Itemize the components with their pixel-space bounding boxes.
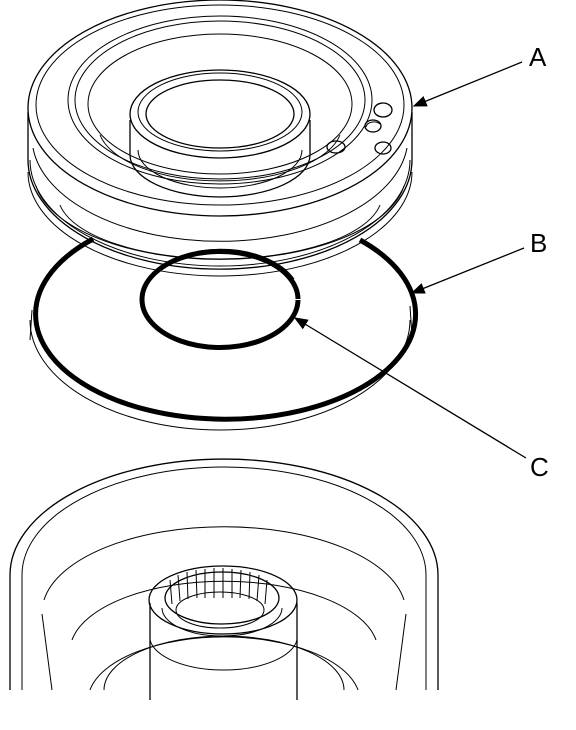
- clutch-drum: [9, 458, 439, 700]
- callout-c: C: [293, 317, 549, 482]
- callout-b: B: [410, 228, 547, 294]
- label-b: B: [530, 228, 547, 258]
- callout-a: A: [412, 42, 547, 107]
- vent-holes: [326, 102, 393, 155]
- part-c-inner-seal: [139, 248, 301, 350]
- leader-b: [410, 247, 525, 294]
- part-a-piston: [27, 0, 413, 277]
- part-b-outer-seal: [29, 236, 419, 431]
- hub-splines: [169, 568, 268, 605]
- label-a: A: [529, 42, 547, 72]
- leader-a: [412, 61, 523, 107]
- leader-c: [293, 317, 527, 459]
- label-c: C: [530, 452, 549, 482]
